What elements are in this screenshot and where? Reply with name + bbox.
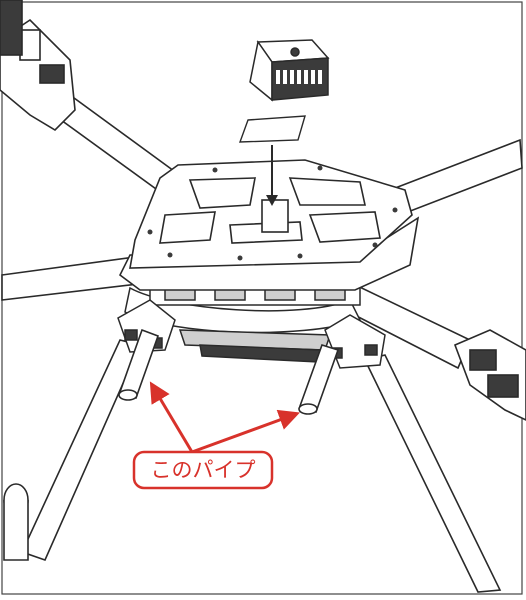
landing-leg-left	[3, 339, 142, 561]
callout-arrow-left	[149, 381, 194, 453]
landing-pipe-right	[298, 344, 340, 415]
arm-rear-right	[388, 138, 523, 217]
callout-label: このパイプ	[151, 458, 256, 482]
callout-box	[132, 450, 274, 490]
center-plate-top	[129, 159, 413, 269]
callout: このパイプ	[132, 381, 300, 490]
pipe-bracket-right	[324, 314, 386, 369]
flight-controller-icon	[249, 39, 330, 102]
damping-pad	[238, 115, 306, 143]
mounting-arrow	[266, 145, 278, 206]
callout-arrow-right	[191, 409, 300, 454]
landing-pipe-left	[118, 328, 160, 401]
